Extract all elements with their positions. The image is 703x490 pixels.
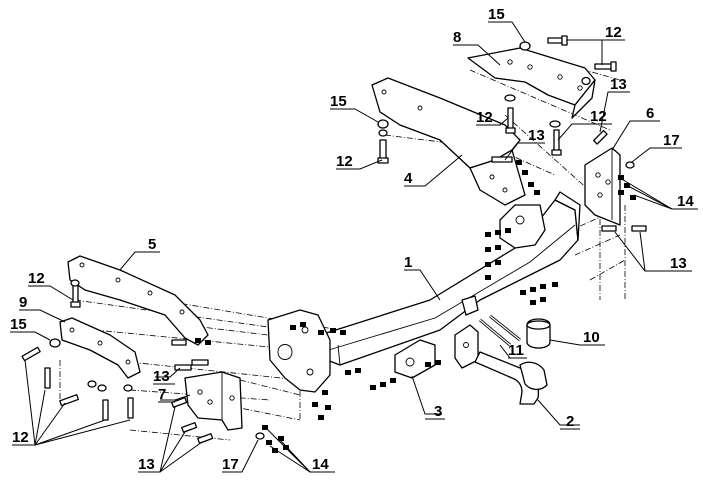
callout-5: 5: [148, 236, 156, 253]
callout-8: 8: [453, 29, 461, 46]
crossbar-1: [267, 191, 581, 393]
callout-14-right: 14: [677, 193, 694, 210]
callout-3: 3: [434, 403, 442, 420]
callout-9: 9: [19, 294, 27, 311]
bolt-12e: [377, 139, 389, 164]
callout-13-right-top: 13: [610, 76, 627, 93]
callout-12-top-right: 12: [605, 24, 622, 41]
bolts-11: [479, 314, 521, 347]
nuts-near-part-7: [262, 425, 289, 453]
callout-15-top: 15: [488, 6, 505, 23]
fastener-washers: [49, 41, 635, 440]
nuts-crossbar-left: [290, 322, 441, 420]
callout-14-bottom: 14: [312, 456, 329, 473]
callout-13-middle: 13: [528, 127, 545, 144]
callout-11: 11: [508, 342, 524, 359]
callout-13-bottom: 13: [138, 456, 155, 473]
nuts-crossbar-right: [485, 228, 558, 305]
bolt-13e: [174, 359, 209, 371]
side-plate-6: [584, 147, 621, 226]
callout-17-bottom: 17: [222, 456, 239, 473]
callout-12-left: 12: [336, 153, 353, 170]
bracket-4: [371, 77, 526, 206]
callout-13-left: 13: [153, 368, 170, 385]
nuts-near-part-4: [516, 160, 540, 195]
callout-2: 2: [566, 413, 574, 430]
bolt-12b: [594, 61, 617, 72]
assembly-lines: [59, 59, 626, 441]
callout-1: 1: [404, 254, 412, 271]
callout-underlines: [10, 21, 698, 473]
callout-12-right: 12: [590, 108, 607, 125]
callout-10: 10: [583, 329, 600, 346]
callout-15-left: 15: [330, 93, 347, 110]
callout-17-right: 17: [663, 132, 680, 149]
callout-15-left-lower: 15: [10, 316, 27, 333]
callout-7: 7: [158, 386, 166, 403]
bolt-13d: [171, 339, 214, 444]
bolt-13c: [491, 156, 513, 163]
ball-cap-10: [526, 318, 551, 349]
callout-13-right-lower: 13: [670, 255, 687, 272]
bolt-13b: [601, 225, 647, 232]
bolt-12f: [70, 284, 81, 308]
bracket-9: [59, 317, 141, 379]
bolt-12g: [21, 346, 134, 421]
callout-6: 6: [646, 105, 654, 122]
nuts-near-part-5: [195, 338, 211, 345]
callout-12-middle: 12: [476, 109, 493, 126]
bolt-12a: [547, 35, 568, 46]
bolt-12c: [505, 107, 516, 134]
callout-12-bottom-left: 12: [12, 429, 29, 446]
callout-4: 4: [404, 170, 413, 187]
callout-labels: 15 8 12 15 12 12 13 13 6 17 14 13 12 4 5…: [10, 6, 694, 473]
bracket-8: [467, 47, 596, 119]
side-plate-7: [184, 371, 243, 431]
callout-12-left-upper: 12: [28, 270, 45, 287]
bolt-13a: [592, 129, 608, 145]
ball-neck-2: [474, 351, 548, 405]
bolt-12d: [551, 129, 562, 156]
fastener-bolts: [21, 35, 647, 444]
